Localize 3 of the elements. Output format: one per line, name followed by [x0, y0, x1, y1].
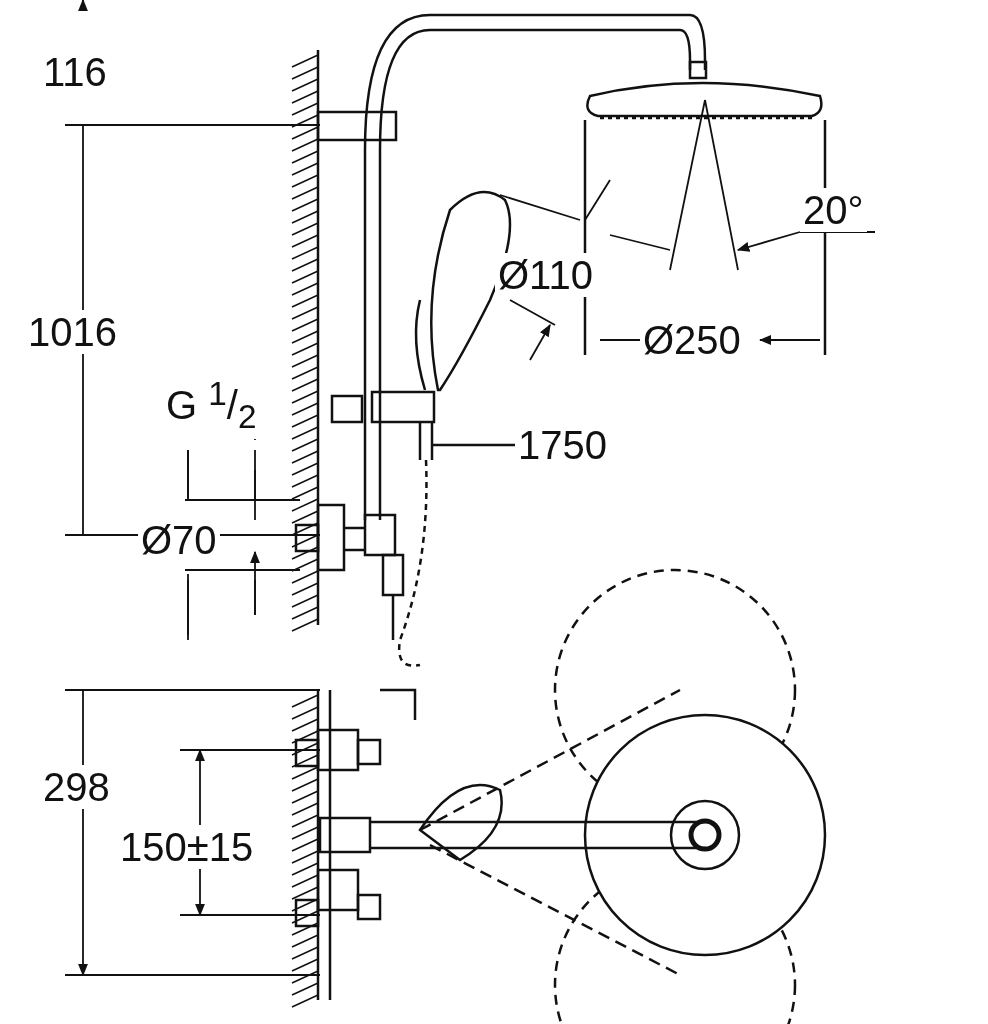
hose-drawing	[397, 420, 434, 667]
leader-line	[432, 443, 515, 447]
dimension-label: 20°	[800, 188, 867, 232]
